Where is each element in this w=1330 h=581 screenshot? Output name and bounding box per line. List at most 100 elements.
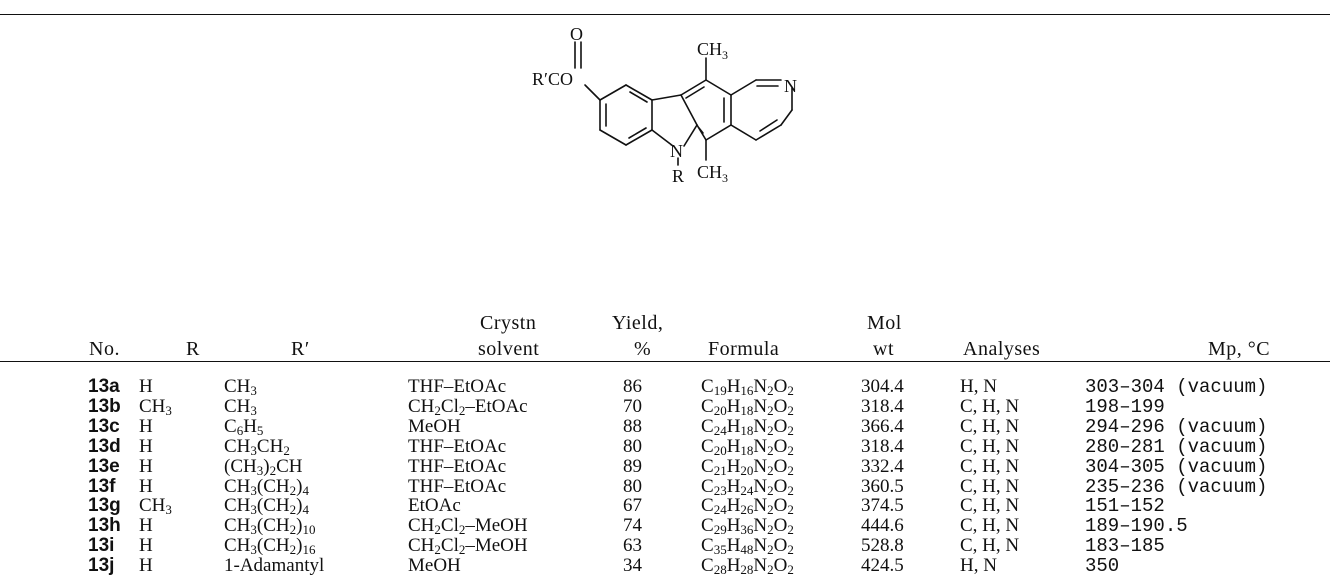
cell-yield: 89 — [623, 455, 642, 477]
cell-rprime: CH3(CH2)4 — [224, 495, 309, 518]
cell-formula: C21H20N2O2 — [701, 455, 794, 478]
cell-molwt: 318.4 — [861, 435, 904, 457]
cell-yield: 63 — [623, 535, 642, 557]
cell-no: 13d — [88, 435, 121, 457]
header-molwt-line1: Mol — [867, 312, 902, 334]
cell-molwt: 304.4 — [861, 376, 904, 397]
structure-top-methyl: CH3 — [697, 39, 728, 62]
cell-r: H — [139, 555, 153, 577]
structure-carbonyl-o: O — [570, 24, 583, 44]
cell-r: CH3 — [139, 495, 172, 518]
cell-solvent: MeOH — [408, 555, 461, 577]
table-header: No. R R′ Crystn solvent Yield, % Formula… — [0, 312, 1330, 360]
cell-analyses: C, H, N — [960, 415, 1020, 437]
cell-yield: 34 — [623, 555, 642, 577]
header-analyses: Analyses — [963, 338, 1041, 360]
header-rprime: R′ — [291, 338, 310, 360]
header-no: No. — [89, 338, 120, 360]
cell-solvent: EtOAc — [408, 495, 461, 517]
structure-indole-n: N — [670, 141, 683, 161]
cell-molwt: 374.5 — [861, 495, 904, 517]
cell-r: H — [139, 475, 153, 497]
cell-mp: 294–296 (vacuum) — [1085, 415, 1268, 438]
cell-analyses: C, H, N — [960, 475, 1020, 497]
cell-no: 13c — [88, 415, 120, 437]
cell-solvent: CH2Cl2–EtOAc — [408, 395, 528, 418]
structure-ester-group: R′CO — [532, 69, 573, 89]
cell-no: 13b — [88, 395, 121, 417]
cell-molwt: 444.6 — [861, 515, 904, 537]
cell-solvent: CH2Cl2–MeOH — [408, 535, 528, 558]
cell-solvent: THF–EtOAc — [408, 455, 507, 477]
cell-rprime: CH3 — [224, 395, 257, 418]
cell-r: H — [139, 435, 153, 457]
cell-molwt: 366.4 — [861, 415, 904, 437]
cell-analyses: C, H, N — [960, 395, 1020, 417]
chemical-structure: O R′CO CH3 N N R CH3 — [532, 24, 797, 186]
cell-molwt: 424.5 — [861, 555, 904, 577]
cell-no: 13g — [88, 495, 121, 517]
cell-mp: 280–281 (vacuum) — [1085, 435, 1268, 458]
structure-pyridine-n: N — [784, 76, 797, 96]
cell-analyses: H, N — [960, 376, 997, 397]
table-row: 13e H (CH3)2CH THF–EtOAc 89 C21H20N2O2 332.4 C,… — [0, 456, 1330, 482]
cell-solvent: THF–EtOAc — [408, 435, 507, 457]
cell-yield: 74 — [623, 515, 642, 537]
cell-yield: 80 — [623, 435, 642, 457]
cell-formula: C23H24N2O2 — [701, 475, 794, 498]
header-rule — [0, 361, 1330, 362]
cell-rprime: 1-Adamantyl — [224, 555, 325, 577]
header-yield-line2: % — [634, 338, 652, 360]
cell-molwt: 360.5 — [861, 475, 904, 497]
cell-r: H — [139, 455, 153, 477]
cell-formula: C20H18N2O2 — [701, 435, 794, 458]
cell-analyses: C, H, N — [960, 435, 1020, 457]
cell-yield: 86 — [623, 376, 642, 397]
cell-mp: 189–190.5 — [1085, 515, 1188, 538]
header-r: R — [186, 338, 200, 360]
cell-rprime: CH3(CH2)16 — [224, 535, 316, 558]
header-solvent-line1: Crystn — [480, 312, 537, 334]
cell-mp: 304–305 (vacuum) — [1085, 455, 1268, 478]
cell-mp: 198–199 — [1085, 395, 1165, 418]
cell-mp: 303–304 (vacuum) — [1085, 376, 1268, 398]
header-molwt-line2: wt — [873, 338, 894, 360]
cell-mp: 151–152 — [1085, 495, 1165, 518]
cell-no: 13j — [88, 555, 115, 577]
cell-analyses: C, H, N — [960, 515, 1020, 537]
header-mp: Mp, °C — [1208, 338, 1271, 360]
cell-mp: 235–236 (vacuum) — [1085, 475, 1268, 498]
cell-r: H — [139, 415, 153, 437]
cell-no: 13f — [88, 475, 116, 497]
cell-rprime: (CH3)2CH — [224, 455, 303, 478]
cell-solvent: THF–EtOAc — [408, 475, 507, 497]
structure-bottom-methyl: CH3 — [697, 162, 728, 185]
cell-yield: 80 — [623, 475, 642, 497]
cell-rprime: C6H5 — [224, 415, 264, 438]
cell-molwt: 318.4 — [861, 395, 904, 417]
cell-molwt: 528.8 — [861, 535, 904, 557]
cell-analyses: C, H, N — [960, 535, 1020, 557]
cell-formula: C24H18N2O2 — [701, 415, 794, 438]
cell-rprime: CH3CH2 — [224, 435, 290, 458]
cell-analyses: C, H, N — [960, 455, 1020, 477]
cell-yield: 67 — [623, 495, 642, 517]
cell-solvent: MeOH — [408, 415, 461, 437]
cell-no: 13e — [88, 455, 120, 477]
cell-r: CH3 — [139, 395, 172, 418]
cell-molwt: 332.4 — [861, 455, 904, 477]
cell-rprime: CH3 — [224, 376, 257, 398]
table-row: 13d H CH3CH2 THF–EtOAc 80 C20H18N2O2 318.4 C, H… — [0, 436, 1330, 462]
cell-rprime: CH3(CH2)10 — [224, 515, 316, 538]
cell-no: 13i — [88, 535, 115, 557]
cell-analyses: C, H, N — [960, 495, 1020, 517]
cell-formula: C29H36N2O2 — [701, 515, 794, 538]
header-yield-line1: Yield, — [612, 312, 664, 334]
cell-formula: C28H28N2O2 — [701, 555, 794, 578]
